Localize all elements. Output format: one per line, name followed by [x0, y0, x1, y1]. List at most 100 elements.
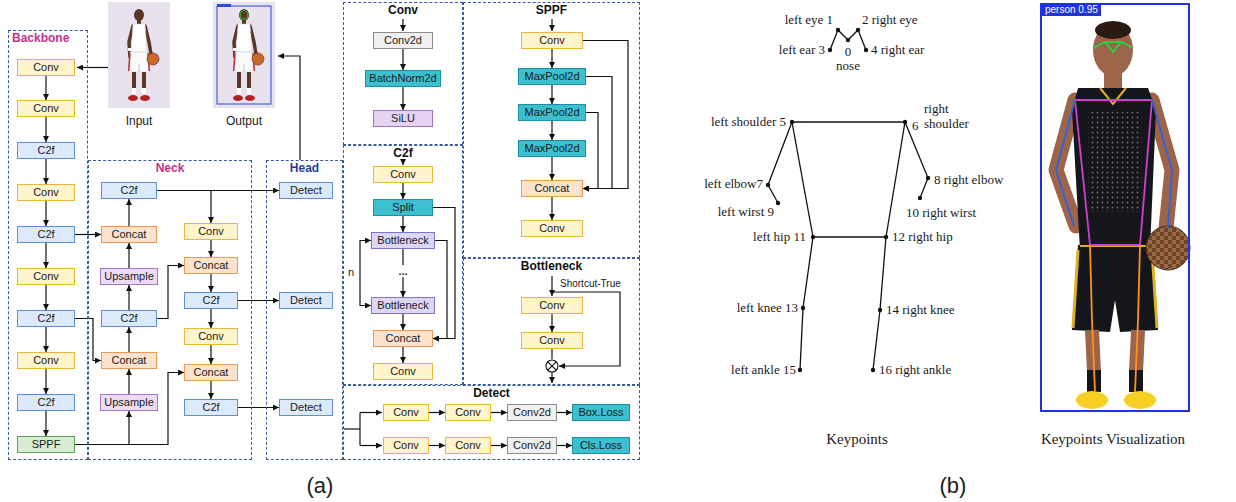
connector: [75, 411, 129, 445]
layer-block: Conv: [521, 220, 583, 237]
layer-block: Bottleneck: [371, 297, 435, 314]
layer-block: Detect: [279, 182, 333, 199]
connector: [210, 381, 211, 399]
connector: [157, 191, 211, 224]
section-panel: SPPFConvMaxPool2dMaxPool2dMaxPool2dConca…: [463, 2, 640, 258]
block-label: Concat: [386, 332, 421, 344]
block-label: Detect: [290, 401, 322, 413]
connector: [551, 157, 552, 180]
layer-block: Conv: [373, 363, 433, 380]
keypoint-dots: [766, 28, 930, 372]
block-label: Conv: [393, 406, 419, 418]
block-label: C2f: [202, 294, 219, 306]
connector: [45, 411, 46, 436]
connector: [75, 319, 101, 361]
keypoint-label: left eye 1: [785, 13, 833, 28]
panel-title: Conv: [343, 4, 463, 17]
connector: [402, 87, 403, 110]
layer-block: MaxPool2d: [518, 104, 586, 121]
player-photo: [1040, 3, 1190, 412]
keypoint-label: 0: [845, 45, 852, 60]
block-label: C2f: [37, 396, 54, 408]
layer-block: C2f: [17, 226, 75, 243]
block-label: Conv: [33, 270, 59, 282]
block-label: Conv: [390, 365, 416, 377]
keypoint-skeleton: [768, 30, 928, 370]
image-caption: Input: [126, 115, 153, 129]
block-label: Conv: [33, 186, 59, 198]
connector: [45, 243, 46, 268]
layer-block: MaxPool2d: [518, 68, 586, 85]
detection-box: [1041, 4, 1189, 411]
layer-block: MaxPool2d: [518, 140, 586, 157]
block-label: MaxPool2d: [524, 142, 579, 154]
section-panel: HeadDetectDetectDetect: [266, 160, 343, 460]
connector: [557, 412, 572, 413]
layer-block: C2f: [17, 394, 75, 411]
layer-block: Concat: [101, 226, 157, 243]
connector: [360, 241, 371, 306]
section-panel: BottleneckConvConv: [463, 258, 640, 385]
connector: [583, 41, 628, 189]
block-label: BatchNorm2d: [369, 72, 436, 84]
connector: [210, 274, 211, 292]
section-panel: ConvConv2dBatchNorm2dSiLU: [343, 2, 463, 145]
keypoint-label: left knee 13: [737, 301, 798, 316]
layer-block: Conv2d: [507, 437, 557, 454]
panel-title: SPPF: [463, 4, 640, 17]
connector: [429, 412, 445, 413]
keypoint-label: 2 right eye: [862, 13, 918, 28]
block-label: Conv: [455, 439, 481, 451]
detection-tag: [217, 4, 231, 7]
block-label: Conv: [33, 102, 59, 114]
connector: [238, 407, 279, 408]
block-label: Detect: [290, 294, 322, 306]
layer-block: Cls.Loss: [572, 437, 630, 454]
figure-caption: Keypoints Visualization: [1041, 431, 1185, 448]
connector: [45, 369, 46, 394]
connector: [557, 445, 572, 446]
keypoint-label: right shoulder: [924, 102, 984, 132]
keypoint-label: left hip 11: [753, 230, 806, 245]
ellipsis-mark: ...: [396, 265, 409, 278]
panel-title: Backbone: [8, 32, 88, 45]
layer-block: Concat: [101, 352, 157, 369]
block-label: C2f: [37, 312, 54, 324]
layer-block: Concat: [184, 364, 238, 381]
layer-block: C2f: [184, 292, 238, 309]
connector: [210, 309, 211, 328]
layer-block: Concat: [184, 257, 238, 274]
add-symbol: [546, 360, 558, 372]
panel-title: Neck: [88, 162, 252, 175]
block-label: Conv: [33, 354, 59, 366]
block-label: SPPF: [32, 438, 61, 450]
connector: [210, 345, 211, 364]
layer-block: Conv: [521, 32, 583, 49]
input-photo: [108, 2, 170, 108]
layer-block: Conv2d: [373, 32, 433, 49]
block-label: Detect: [290, 184, 322, 196]
layer-block: Conv: [521, 297, 583, 314]
layer-block: Conv: [373, 166, 433, 183]
output-photo: [213, 2, 275, 108]
layer-block: Conv: [521, 332, 583, 349]
block-label: Concat: [194, 259, 229, 271]
layer-block: Conv2d: [507, 404, 557, 421]
connector: [128, 327, 129, 352]
panel-title: Head: [266, 162, 343, 175]
block-label: Conv: [539, 334, 565, 346]
connector: [551, 121, 552, 140]
layer-block: Conv: [17, 184, 75, 201]
flow-arrows: [77, 19, 620, 446]
keypoint-label: 14 right knee: [886, 303, 955, 318]
connector: [75, 234, 101, 235]
block-label: Concat: [112, 354, 147, 366]
block-label: SiLU: [391, 112, 415, 124]
layer-block: C2f: [101, 182, 157, 199]
connector: [45, 285, 46, 310]
connector: [551, 49, 552, 68]
layer-block: Concat: [373, 330, 433, 347]
